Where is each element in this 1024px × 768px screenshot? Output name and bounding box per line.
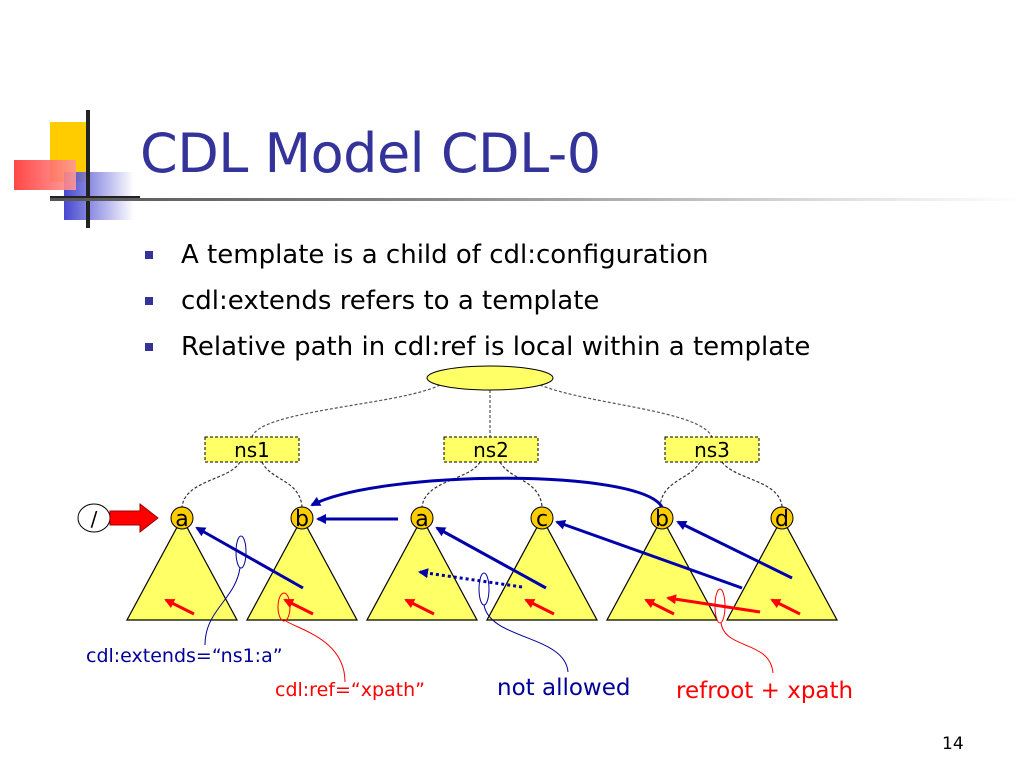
template-label: a — [415, 507, 428, 532]
not-allowed-annotation: not allowed — [497, 675, 631, 701]
root-node — [426, 365, 554, 391]
template-node-a1: a — [170, 506, 194, 532]
namespace-label: ns3 — [694, 438, 730, 462]
template-label: a — [175, 507, 188, 532]
page-number: 14 — [942, 734, 964, 754]
ref-arrow — [164, 598, 195, 616]
template-label: b — [655, 507, 669, 532]
ref-arrow — [644, 598, 675, 616]
disallowed-arrow — [418, 568, 523, 589]
bullet-text: A template is a child of cdl:configurati… — [181, 240, 709, 270]
title-decoration-vertical-line — [86, 110, 90, 228]
ref-arrow — [666, 594, 761, 614]
ref-callout-line — [285, 620, 346, 683]
namespace-ns1: ns1 — [204, 436, 300, 463]
namespace-label: ns2 — [473, 438, 509, 462]
ref-arrow — [524, 598, 555, 616]
ref-annotation: cdl:ref=“xpath” — [275, 679, 425, 701]
title-decoration-red — [14, 160, 76, 190]
bullet-square-icon — [145, 297, 153, 305]
ref-arrow — [770, 598, 801, 616]
extends-arrow — [195, 526, 304, 590]
ref-arrow — [404, 598, 435, 616]
ref-callout-oval — [277, 592, 291, 622]
template-node-a2: a — [410, 506, 434, 532]
title-decoration-horizontal-line — [50, 196, 140, 199]
template-triangles — [125, 516, 839, 621]
title-rule — [50, 198, 1024, 201]
template-node-c: c — [530, 506, 554, 532]
extends-callout-line — [204, 567, 241, 646]
bullet-square-icon — [145, 343, 153, 351]
ref-arrows — [164, 594, 801, 616]
bullet-text: Relative path in cdl:ref is local within… — [181, 332, 811, 362]
extends-arrow — [435, 526, 547, 590]
extends-annotation: cdl:extends=“ns1:a” — [86, 645, 283, 667]
template-triangle — [725, 516, 839, 621]
bullet-item: A template is a child of cdl:configurati… — [145, 232, 810, 278]
template-node-b1: b — [290, 506, 314, 532]
slide-title: CDL Model CDL-0 — [140, 122, 601, 185]
refroot-callout-line — [720, 622, 774, 674]
refroot-annotation: refroot + xpath — [676, 678, 853, 704]
root-links — [251, 384, 713, 438]
template-triangle — [245, 516, 359, 621]
template-triangle — [365, 516, 479, 621]
template-label: d — [775, 507, 789, 532]
extends-arrow — [676, 520, 793, 580]
root-arrow-icon — [109, 502, 159, 534]
bullet-list: A template is a child of cdl:configurati… — [145, 232, 810, 370]
root-marker: / — [77, 503, 111, 533]
extends-callout-oval — [235, 535, 247, 569]
template-label: c — [536, 507, 548, 532]
namespace-links — [181, 461, 783, 508]
not-allowed-callout-line — [483, 604, 569, 673]
bullet-item: cdl:extends refers to a template — [145, 278, 810, 324]
template-triangle — [125, 516, 239, 621]
template-node-b3: b — [650, 506, 674, 532]
callouts — [204, 535, 774, 683]
extends-arrow — [310, 476, 664, 508]
namespace-ns3: ns3 — [664, 436, 760, 463]
extends-arrow — [555, 519, 743, 590]
bullet-text: cdl:extends refers to a template — [181, 286, 600, 316]
extends-arrows — [195, 476, 793, 590]
bullet-square-icon — [145, 251, 153, 259]
bullet-item: Relative path in cdl:ref is local within… — [145, 324, 810, 370]
template-node-d: d — [770, 506, 794, 532]
namespace-ns2: ns2 — [443, 436, 539, 463]
namespace-label: ns1 — [234, 438, 270, 462]
refroot-callout-oval — [714, 588, 726, 624]
root-label: / — [91, 507, 98, 531]
not-allowed-callout-oval — [478, 572, 490, 606]
template-triangle — [485, 516, 599, 621]
template-label: b — [295, 507, 309, 532]
